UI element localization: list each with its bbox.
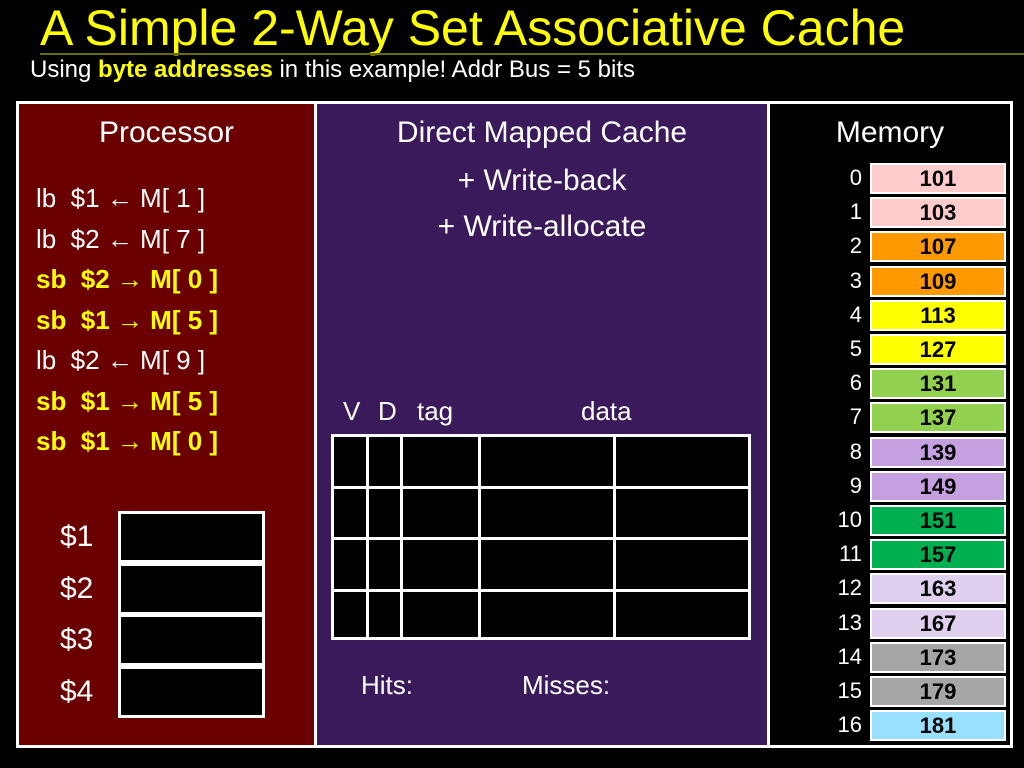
instruction-6: sb $1 → M[ 5 ] [36,385,219,416]
instruction-3: sb $2 → M[ 0 ] [36,264,219,294]
memory-cell: 167 [870,607,1006,639]
memory-cell: 157 [870,539,1006,571]
memory-cell: 151 [870,505,1006,536]
memory-address: 4 [849,301,862,327]
memory-cell: 181 [870,710,1006,742]
hits-label: Hits: [361,670,413,700]
register-label: $3 [60,623,94,656]
memory-cell: 103 [870,197,1006,229]
cache-title-line-1: Direct Mapped Cache [396,116,688,149]
instruction-5: lb $2 ← M[ 9 ] [36,345,206,375]
col-header-dirty: D [378,396,397,426]
slide-subtitle: Using byte addresses in this example! Ad… [30,56,635,84]
register-value-box [118,511,265,563]
memory-address: 0 [849,165,862,190]
instruction-7: sb $1 → M[ 0 ] [36,426,219,456]
cache-row-divider [334,537,748,540]
memory-address: 3 [849,267,862,293]
memory-cell: 173 [870,641,1006,673]
register-label: $1 [60,520,94,553]
subtitle-emphasis: byte addresses [98,56,273,83]
memory-address: 12 [837,575,862,601]
instruction-2: lb $2 ← M[ 7 ] [36,223,206,254]
cache-title-line-2: + Write-back [457,164,627,197]
memory-cell: 131 [870,368,1006,400]
memory-cell: 149 [870,470,1006,502]
memory-address: 8 [849,438,862,464]
subtitle-suffix: in this example! Addr Bus = 5 bits [272,56,635,83]
title-underline [40,53,1024,55]
memory-address: 11 [839,541,862,567]
processor-title: Processor [98,116,235,149]
memory-cell: 163 [870,573,1006,605]
memory-address: 14 [837,643,862,669]
memory-cell: 137 [870,402,1006,434]
memory-cell: 127 [870,334,1006,365]
memory-cell: 101 [870,163,1006,194]
cache-title-line-3: + Write-allocate [437,210,647,243]
memory-cell: 139 [870,436,1006,468]
memory-address: 16 [837,712,862,738]
memory-address: 1 [849,199,862,225]
memory-cell: 179 [870,676,1006,707]
cache-table [331,434,751,640]
cache-panel: Direct Mapped Cache + Write-back + Write… [314,101,770,748]
subtitle-prefix: Using [30,56,99,83]
memory-address: 6 [849,370,862,396]
cache-row-divider [334,486,748,489]
memory-address: 15 [837,678,862,703]
instruction-1: lb $1 ← M[ 1 ] [36,183,206,213]
col-header-data: data [581,396,632,426]
memory-address: 10 [837,507,862,532]
col-header-tag: tag [417,396,454,426]
memory-address: 7 [849,404,862,430]
register-value-box [118,665,265,718]
memory-cell: 107 [870,231,1006,263]
memory-address: 5 [849,336,862,361]
register-value-box [118,562,265,615]
memory-address: 2 [849,233,862,259]
misses-label: Misses: [522,670,611,700]
col-header-valid: V [343,396,361,426]
slide-title: A Simple 2-Way Set Associative Cache [40,0,906,56]
memory-cell: 109 [870,265,1006,297]
register-label: $2 [60,571,94,605]
register-label: $4 [60,674,94,708]
register-value-box [118,614,265,666]
cache-row-divider [334,589,748,592]
memory-address: 9 [849,472,862,498]
memory-title: Memory [835,116,945,149]
instruction-4: sb $1 → M[ 5 ] [36,304,219,335]
memory-address: 13 [837,609,862,635]
memory-cell: 113 [870,299,1006,331]
